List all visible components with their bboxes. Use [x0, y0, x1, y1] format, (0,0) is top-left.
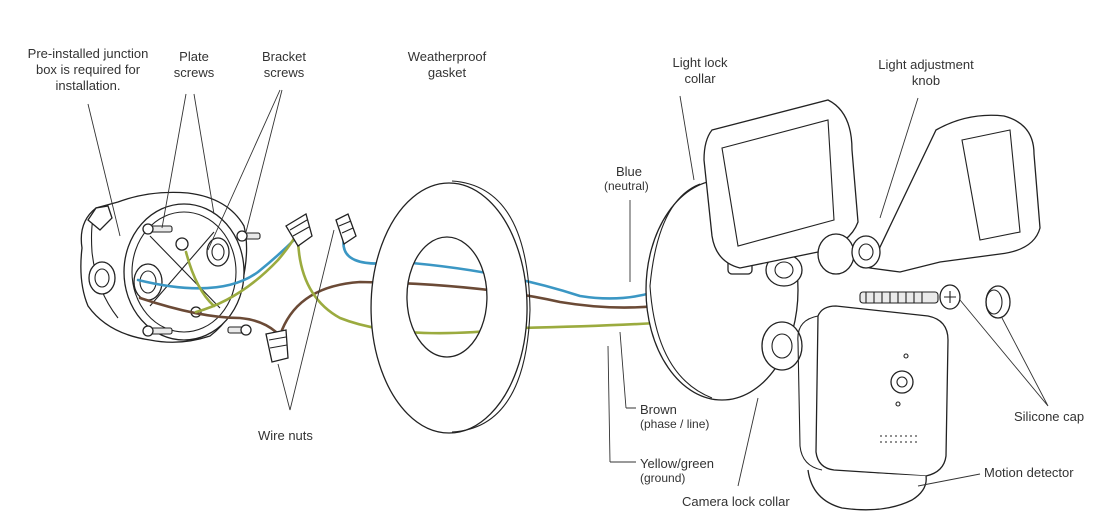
bracket-screw-bottom: [227, 324, 252, 336]
weatherproof-gasket: [370, 180, 531, 434]
label-light-adjustment-knob: Light adjustment knob: [878, 57, 974, 88]
label-light-lock-collar: Light lock collar: [672, 55, 728, 86]
motion-detector: [807, 469, 927, 511]
wire-nut-2: [335, 213, 357, 246]
wire-nut-1: [285, 213, 313, 247]
long-screw: [859, 284, 961, 310]
label-bracket-screws: Bracket screws: [261, 49, 307, 80]
label-silicone-cap: Silicone cap: [1014, 409, 1085, 424]
ground-wire-light: [296, 238, 676, 335]
plate-screw-bottom: [142, 325, 173, 337]
camera-body: [797, 305, 949, 477]
floodlight-right: [869, 114, 1041, 273]
label-ground-wire: Yellow/green: [640, 456, 714, 471]
blue-wire-box: [136, 236, 298, 290]
label-plate-screws: Plate screws: [173, 49, 215, 80]
silicone-cap: [985, 285, 1011, 319]
label-gasket: Weatherproof gasket: [407, 49, 487, 80]
wire-nut-3: [265, 329, 289, 363]
label-brown-wire-sub: (phase / line): [640, 417, 710, 431]
bracket-screw-top: [236, 230, 261, 242]
brown-wire-box: [138, 296, 278, 334]
junction-box: [80, 191, 248, 343]
label-motion-detector: Motion detector: [984, 465, 1074, 480]
label-brown-wire: Brown: [640, 402, 677, 417]
label-wire-nuts: Wire nuts: [258, 428, 313, 443]
brown-wire-light: [280, 280, 674, 332]
ground-wire-box: [184, 230, 300, 314]
leader-lines: [87, 89, 1049, 487]
camera-lock-collar: [761, 321, 803, 371]
label-blue-wire-sub: (neutral): [604, 179, 649, 193]
label-camera-lock-collar: Camera lock collar: [682, 494, 790, 509]
label-junction-box: Pre-installed junction box is required f…: [27, 46, 149, 93]
plate-screw-top: [142, 223, 173, 235]
label-blue-wire: Blue: [616, 164, 643, 179]
light-adjustment-knob: [817, 233, 881, 275]
label-ground-wire-sub: (ground): [640, 471, 686, 485]
